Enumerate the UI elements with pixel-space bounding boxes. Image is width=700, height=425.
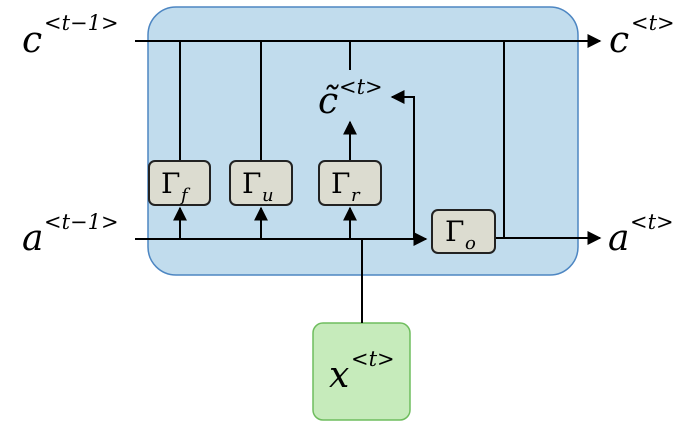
label-c-next: c <t> bbox=[609, 11, 675, 61]
svg-text:a: a bbox=[608, 218, 629, 259]
output-gate: Γ o bbox=[431, 209, 496, 254]
label-x-input: x <t> bbox=[329, 347, 395, 396]
svg-text:a: a bbox=[22, 218, 43, 259]
update-gate: Γ u bbox=[229, 160, 293, 206]
output-gate-subscript: o bbox=[465, 233, 476, 254]
relevance-gate-subscript: r bbox=[351, 185, 361, 206]
relevance-gate-symbol: Γ bbox=[331, 167, 350, 200]
svg-text:c: c bbox=[609, 20, 629, 61]
forget-gate: Γ f bbox=[148, 160, 211, 206]
svg-text:x: x bbox=[329, 355, 349, 396]
svg-text:<t>: <t> bbox=[630, 210, 674, 234]
svg-text:<t>: <t> bbox=[339, 75, 383, 99]
svg-text:<t>: <t> bbox=[351, 347, 395, 371]
svg-text:<t−1>: <t−1> bbox=[44, 210, 119, 234]
relevance-gate: Γ r bbox=[318, 160, 382, 206]
lstm-cell-body bbox=[147, 6, 579, 276]
update-gate-subscript: u bbox=[262, 185, 274, 206]
forget-gate-symbol: Γ bbox=[161, 167, 180, 200]
update-gate-symbol: Γ bbox=[242, 167, 261, 200]
svg-text:<t−1>: <t−1> bbox=[44, 11, 119, 35]
label-a-next: a <t> bbox=[608, 210, 674, 259]
input-box bbox=[312, 322, 411, 421]
svg-text:c: c bbox=[22, 20, 42, 61]
svg-text:c̃: c̃ bbox=[318, 81, 339, 122]
label-a-prev: a <t−1> bbox=[22, 210, 119, 259]
connection-wires bbox=[135, 34, 602, 323]
svg-text:<t>: <t> bbox=[631, 11, 675, 35]
label-c-tilde: c̃ <t> bbox=[318, 75, 383, 122]
output-gate-symbol: Γ bbox=[445, 215, 464, 248]
label-c-prev: c <t−1> bbox=[22, 11, 119, 61]
